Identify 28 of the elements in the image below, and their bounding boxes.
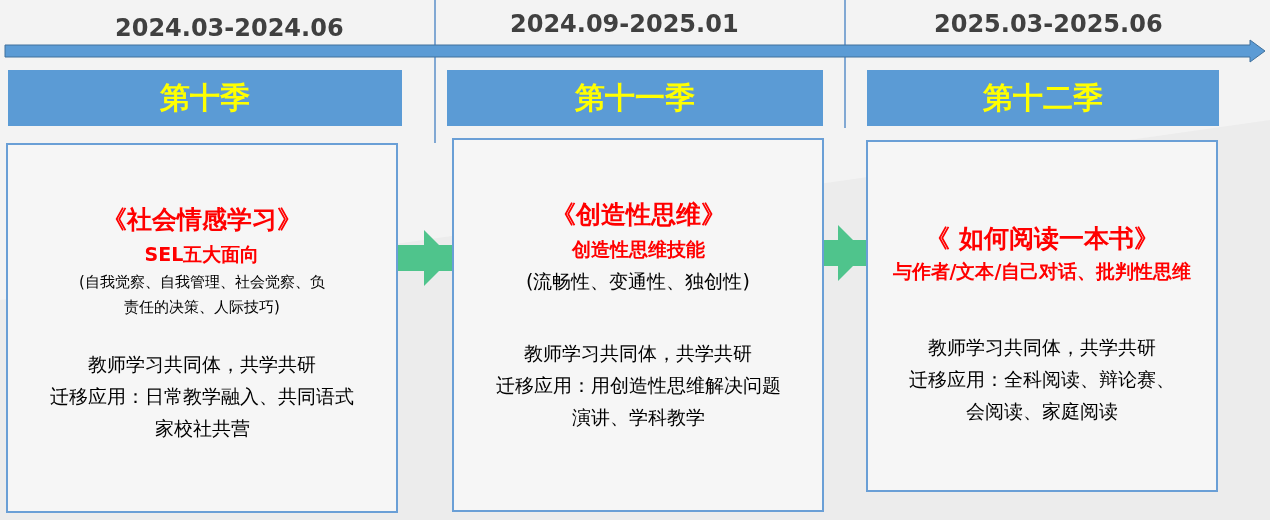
date-label: 2024.09-2025.01: [510, 10, 739, 38]
date-label: 2024.03-2024.06: [115, 14, 344, 42]
arrow: [398, 230, 452, 286]
description-text: (流畅性、变通性、独创性): [526, 269, 750, 294]
description-text: 演讲、学科教学: [571, 405, 705, 430]
description-text: 教师学习共同体，共学共研: [928, 335, 1156, 360]
arrow: [824, 225, 866, 281]
subtitle: 创造性思维技能: [571, 237, 705, 262]
content-box: [866, 140, 1218, 492]
subtitle: 与作者/文本/自己对话、批判性思维: [892, 259, 1192, 284]
description-text: 教师学习共同体，共学共研: [524, 341, 752, 366]
description-text: 教师学习共同体，共学共研: [88, 352, 316, 377]
season-banner: 第十季: [8, 70, 402, 126]
book-title: 《 如何阅读一本书》: [925, 223, 1159, 255]
season-banner: 第十二季: [867, 70, 1219, 126]
description-text: 会阅读、家庭阅读: [966, 399, 1118, 424]
season-banner: 第十一季: [447, 70, 823, 126]
description-text: 迁移应用：全科阅读、辩论赛、: [909, 367, 1175, 392]
subtitle: SEL五大面向: [144, 242, 260, 267]
book-title: 《创造性思维》: [550, 199, 726, 231]
content-box: [452, 138, 824, 512]
description-text: 迁移应用：日常教学融入、共同语式: [50, 384, 354, 409]
description-text: 迁移应用：用创造性思维解决问题: [495, 373, 781, 398]
description-text: (自我觉察、自我管理、社会觉察、负责任的决策、人际技巧): [78, 272, 326, 318]
date-label: 2025.03-2025.06: [934, 10, 1163, 38]
book-title: 《社会情感学习》: [102, 204, 302, 236]
description-text: 家校社共营: [154, 416, 250, 441]
content-box: [6, 143, 398, 513]
